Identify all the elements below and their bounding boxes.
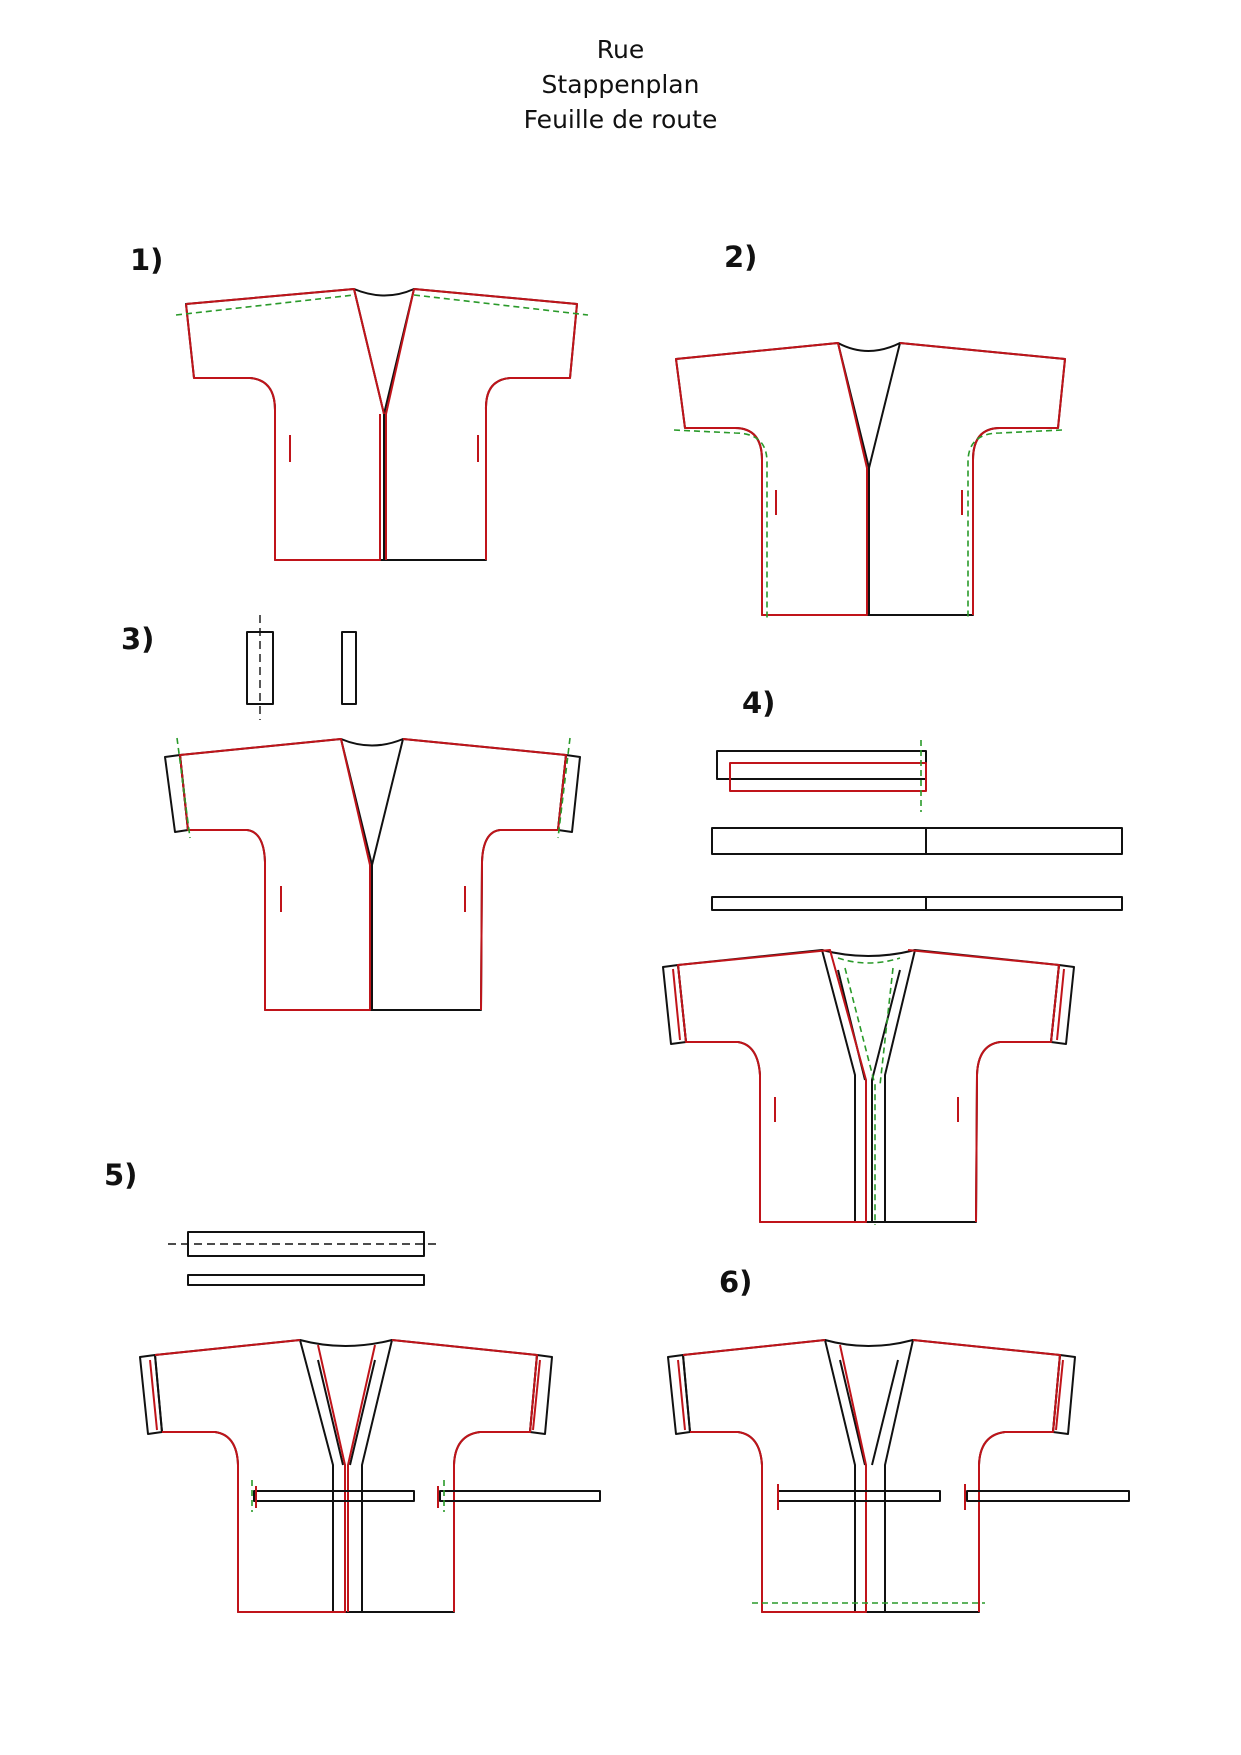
step-6-label: 6) (719, 1265, 753, 1299)
step-4-label: 4) (742, 686, 776, 720)
step-1-kimono (175, 288, 589, 561)
step-2-label: 2) (724, 240, 758, 274)
step-5-kimono (139, 1339, 601, 1613)
step-5-belt-strips (168, 1231, 440, 1286)
step-4-kimono (662, 949, 1075, 1225)
title-line-2: Stappenplan (541, 70, 700, 99)
step-2-kimono (673, 342, 1066, 620)
step-1-label: 1) (130, 243, 164, 277)
step-6-kimono (667, 1339, 1130, 1613)
step-3-cuff-strips (246, 615, 357, 720)
title-line-3: Feuille de route (523, 105, 718, 134)
step-3-kimono (164, 737, 581, 1011)
step-5-label: 5) (104, 1158, 138, 1192)
step-4-band-strips (711, 740, 1123, 911)
title-line-1: Rue (596, 35, 645, 64)
step-3-label: 3) (121, 622, 155, 656)
